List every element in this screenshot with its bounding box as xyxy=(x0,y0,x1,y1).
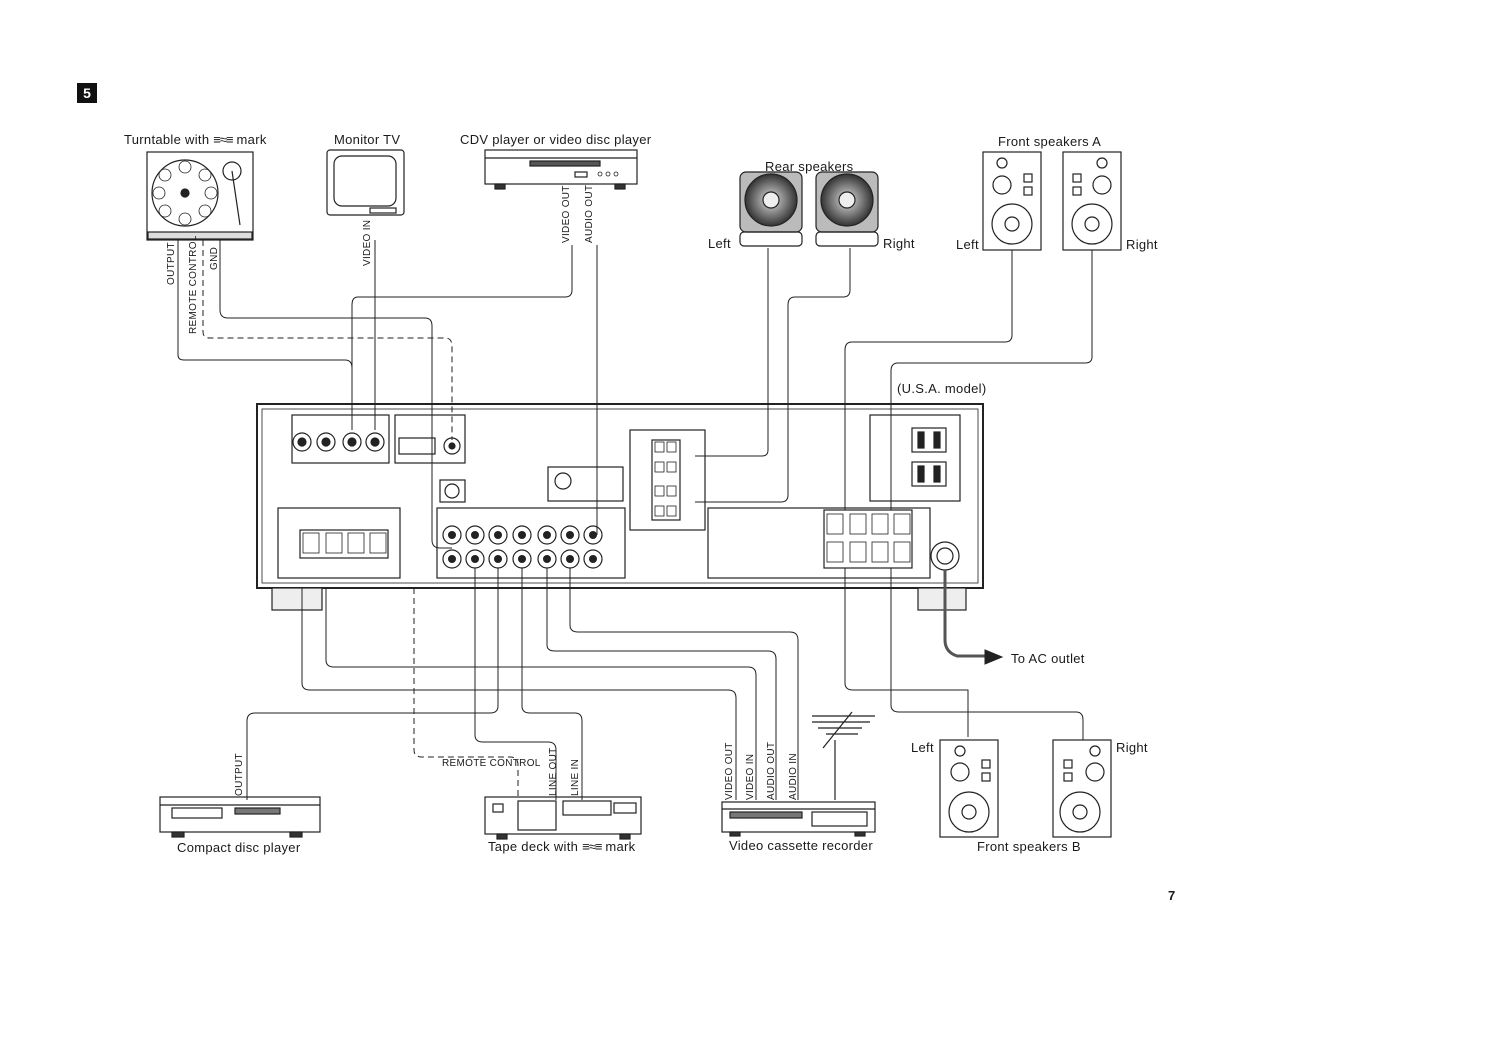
monitor-tv-label: Monitor TV xyxy=(334,132,401,147)
front-speakers-b-device xyxy=(939,739,1112,838)
turntable-mark-text: mark xyxy=(236,132,267,147)
front-speakers-a-label: Front speakers A xyxy=(998,134,1102,149)
turntable-label-text: Turntable with xyxy=(124,132,210,147)
usa-model-label: (U.S.A. model) xyxy=(897,381,987,396)
turntable-gnd-label: GND xyxy=(209,246,220,270)
receiver-rear-panel xyxy=(256,403,984,611)
vcr-audio-in-label: AUDIO IN xyxy=(788,753,799,800)
tape-deck-label-text: Tape deck with xyxy=(488,839,579,854)
rear-speakers-label: Rear speakers xyxy=(765,159,854,174)
tape-line-out-label: LINE OUT xyxy=(548,747,559,796)
front-speakers-a-device xyxy=(982,151,1122,251)
dbx-mark-logo: ≡≈≡ xyxy=(213,132,233,147)
to-ac-outlet-label: To AC outlet xyxy=(1011,651,1085,666)
dbx-mark-logo: ≡≈≡ xyxy=(582,839,602,854)
rear-left-label: Left xyxy=(708,236,731,251)
vcr-video-in-label: VIDEO IN xyxy=(745,753,756,800)
page-number: 7 xyxy=(1168,888,1176,903)
wiring-bottom xyxy=(246,568,1084,800)
turntable-device xyxy=(146,151,254,241)
front-a-left-label: Left xyxy=(956,237,979,252)
cd-player-device xyxy=(159,796,321,838)
tape-deck-label: Tape deck with ≡≈≡ mark xyxy=(488,839,635,854)
cdv-player-label: CDV player or video disc player xyxy=(460,132,652,147)
front-b-right-label: Right xyxy=(1116,740,1148,755)
vcr-audio-out-label: AUDIO OUT xyxy=(766,741,777,800)
front-b-left-label: Left xyxy=(911,740,934,755)
vcr-label: Video cassette recorder xyxy=(729,838,873,853)
wiring-top xyxy=(177,240,1093,549)
cd-player-label: Compact disc player xyxy=(177,840,301,855)
vcr-device xyxy=(721,711,876,837)
tape-deck-mark-text: mark xyxy=(605,839,636,854)
tape-line-in-label: LINE IN xyxy=(570,758,581,796)
turntable-label: Turntable with ≡≈≡ mark xyxy=(124,132,267,147)
tape-deck-device xyxy=(484,796,642,840)
turntable-remote-label: REMOTE CONTROL xyxy=(188,235,199,334)
section-number-badge: 5 xyxy=(77,83,97,103)
cdv-audio-out-label: AUDIO OUT xyxy=(584,184,595,243)
front-a-right-label: Right xyxy=(1126,237,1158,252)
remote-control-cable-label: REMOTE CONTROL xyxy=(442,758,541,769)
cdv-player-device xyxy=(484,149,638,190)
monitor-tv-device xyxy=(326,149,405,216)
tv-video-in-label: VIDEO IN xyxy=(362,219,373,266)
turntable-output-label: OUTPUT xyxy=(166,242,177,285)
rear-right-label: Right xyxy=(883,236,915,251)
front-speakers-b-label: Front speakers B xyxy=(977,839,1081,854)
rear-speakers-device xyxy=(739,171,879,247)
cd-output-label: OUTPUT xyxy=(234,753,245,796)
cdv-video-out-label: VIDEO OUT xyxy=(561,185,572,243)
vcr-video-out-label: VIDEO OUT xyxy=(724,742,735,800)
